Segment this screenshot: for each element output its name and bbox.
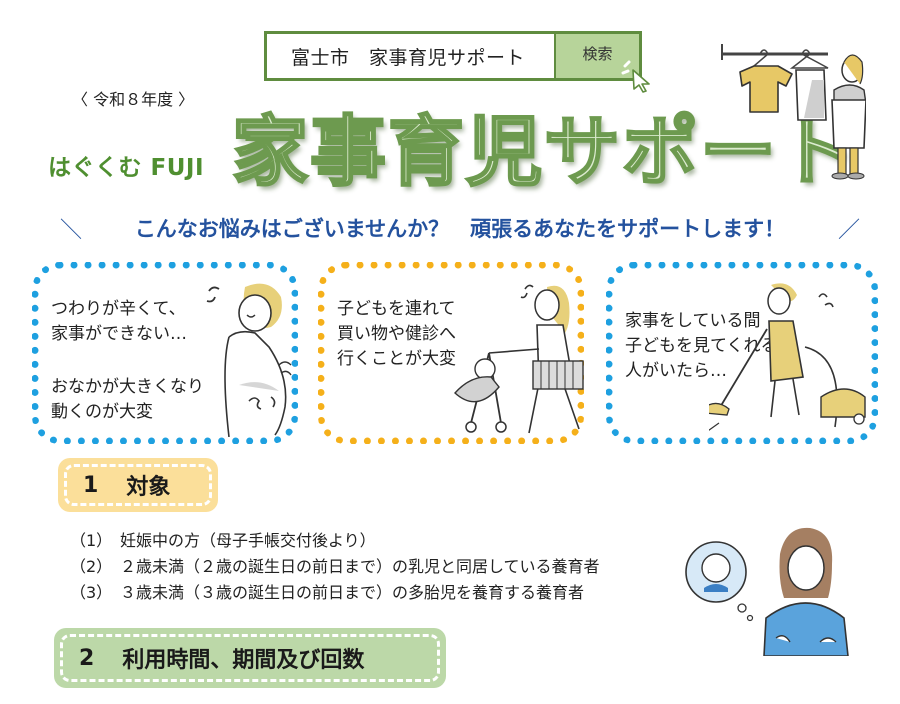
headline: ＼ こんなお悩みはございませんか？ 頑張るあなたをサポートします！ ／ bbox=[60, 212, 860, 244]
list-item-number: （3） bbox=[70, 583, 113, 602]
section-2-number: 2 bbox=[79, 645, 95, 671]
headline-text: こんなお悩みはございませんか？ 頑張るあなたをサポートします！ bbox=[134, 217, 786, 241]
cursor-click-icon bbox=[621, 60, 650, 93]
fiscal-year-label: 〈 令和８年度 〉 bbox=[72, 90, 195, 109]
search-button[interactable]: 検索 bbox=[554, 34, 650, 93]
panel-3-text: 家事をしている間 子どもを見てくれる 人がいたら… bbox=[625, 311, 778, 381]
section-2-header: 2 利用時間、期間及び回数 bbox=[54, 628, 446, 688]
page-title: 家事育児サポート bbox=[231, 106, 856, 198]
section-1-number: 1 bbox=[83, 472, 99, 498]
tagline: はぐくむ FUJI bbox=[48, 155, 205, 181]
panel-1-text-b: おなかが大きくなり 動くのが大変 bbox=[51, 377, 204, 422]
headline-left-mark: ＼ bbox=[60, 218, 83, 243]
list-item: （1） 妊娠中の方（母子手帳交付後より） bbox=[70, 528, 600, 554]
headline-right-mark: ／ bbox=[837, 218, 860, 243]
vacuuming-woman-illustration bbox=[709, 283, 866, 431]
list-item: （3） ３歳未満（３歳の誕生日の前日まで）の多胎児を養育する養育者 bbox=[70, 580, 600, 606]
list-item-text: 妊娠中の方（母子手帳交付後より） bbox=[120, 531, 376, 550]
pregnant-woman-thinking-illustration bbox=[685, 527, 849, 656]
concern-panel-shopping: 子どもを連れて 買い物や健診へ 行くことが大変 bbox=[318, 262, 584, 444]
laundry-woman-illustration bbox=[721, 44, 866, 180]
section-1-title: 対象 bbox=[126, 475, 171, 500]
panel-1-text-a: つわりが辛くて、 家事ができない… bbox=[51, 299, 187, 344]
list-item: （2） ２歳未満（２歳の誕生日の前日まで）の乳児と同居している養育者 bbox=[70, 554, 600, 580]
stroller-shopping-illustration bbox=[454, 284, 584, 434]
concern-panel-childcare: 家事をしている間 子どもを見てくれる 人がいたら… bbox=[606, 262, 878, 444]
section-2-title: 利用時間、期間及び回数 bbox=[122, 648, 365, 673]
list-item-number: （2） bbox=[70, 557, 113, 576]
panel-2-text: 子どもを連れて 買い物や健診へ 行くことが大変 bbox=[337, 299, 456, 369]
list-item-text: ２歳未満（２歳の誕生日の前日まで）の乳児と同居している養育者 bbox=[120, 557, 600, 576]
search-input[interactable]: 富士市 家事育児サポート bbox=[291, 46, 526, 69]
target-list: （1） 妊娠中の方（母子手帳交付後より） （2） ２歳未満（２歳の誕生日の前日まで）… bbox=[70, 528, 600, 606]
concern-panel-morning-sickness: つわりが辛くて、 家事ができない… おなかが大きくなり 動くのが大変 bbox=[32, 262, 298, 444]
pregnant-woman-illustration bbox=[206, 283, 292, 437]
list-item-number: （1） bbox=[70, 531, 113, 550]
list-item-text: ３歳未満（３歳の誕生日の前日まで）の多胎児を養育する養育者 bbox=[120, 583, 585, 602]
search-bar[interactable]: 富士市 家事育児サポート 検索 bbox=[264, 31, 650, 93]
search-button-label: 検索 bbox=[582, 44, 613, 63]
section-1-header: 1 対象 bbox=[58, 458, 218, 512]
